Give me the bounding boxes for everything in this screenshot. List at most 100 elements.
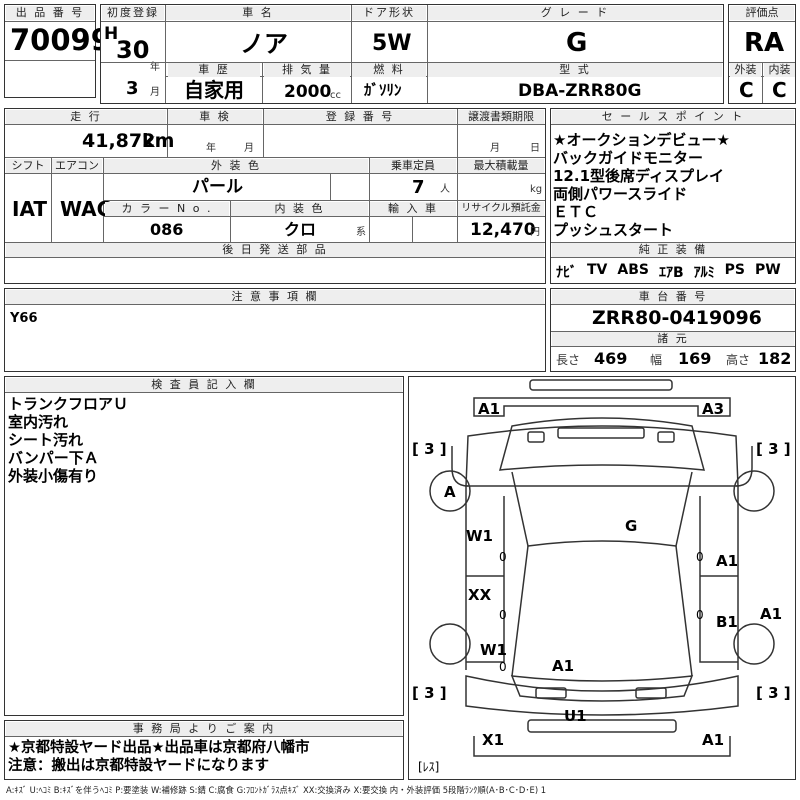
sales-points-text: ★オークションデビュー★ バックガイドモニター 12.1型後席ディスプレイ 両側… — [553, 131, 730, 239]
model-code: DBA-ZRR80G — [518, 81, 642, 101]
damage-xx-rear-door: XX — [468, 586, 492, 604]
damage-a-wheel: A — [444, 483, 456, 501]
equipment-label: 純 正 装 備 — [552, 243, 794, 257]
shift: IAT — [12, 197, 48, 221]
inspection-month-unit: 月 — [244, 143, 254, 154]
fuel-label: 燃 料 — [352, 63, 426, 77]
year-unit: 年 — [150, 62, 160, 73]
recycle-label: リサイクル預託金 — [458, 202, 544, 216]
interior-label: 内装 — [764, 63, 795, 77]
damage-g-windshield: G — [625, 517, 638, 535]
damage-3-top-left: [ 3 ] — [412, 440, 447, 458]
damage-3-top-right: [ 3 ] — [756, 440, 791, 458]
inspection-label: 車 検 — [168, 110, 262, 124]
damage-x1-rear-bumper: X1 — [482, 731, 505, 749]
height-value: 182 — [758, 349, 792, 368]
chassis-number: ZRR80-0419096 — [592, 307, 762, 329]
inspector-label: 検 査 員 記 入 欄 — [6, 378, 402, 392]
interior-color-label: 内 装 色 — [231, 202, 368, 216]
office-label: 事 務 局 よ り ご 案 内 — [6, 722, 402, 736]
damage-a1-top-left: A1 — [478, 400, 501, 418]
reg-no-label: 登 録 番 号 — [264, 110, 456, 124]
month-unit: 月 — [150, 87, 160, 98]
fuel: ｶﾞｿﾘﾝ — [364, 81, 402, 99]
transfer-day-unit: 日 — [530, 143, 540, 154]
film-gauge-4: 0 — [696, 608, 704, 622]
era: H — [104, 24, 119, 44]
score-label: 評価点 — [730, 6, 794, 20]
import-label: 輸 入 車 — [370, 202, 456, 216]
grade-label: グ レ ー ド — [428, 6, 722, 20]
exterior-color-label: 外 装 色 — [104, 159, 368, 173]
equipment-item: ｴｱB — [658, 265, 684, 281]
first-reg-label: 初度登録 — [102, 6, 164, 20]
shift-label: シフト — [6, 159, 50, 173]
equipment-item: ABS — [617, 262, 649, 278]
legend: A:ｷｽﾞ U:ﾍｺﾐ B:ｷｽﾞを伴うﾍｺﾐ P:要塗装 W:補修跡 S:錆 … — [6, 785, 547, 795]
dims-label: 諸 元 — [552, 332, 794, 346]
later-parts-label: 後 日 発 送 部 品 — [6, 243, 544, 257]
recycle-unit: 円 — [530, 227, 540, 238]
grade: G — [566, 28, 588, 58]
inspection-year-unit: 年 — [206, 143, 216, 154]
exterior-color: パール — [192, 177, 243, 197]
equipment-item: ﾅﾋﾞ — [556, 265, 577, 281]
damage-u1-trunk: U1 — [564, 707, 587, 725]
damage-3-bottom-right: [ 3 ] — [756, 684, 791, 702]
aircon-label: エアコン — [52, 159, 102, 173]
displacement-unit: cc — [330, 90, 341, 101]
displacement-label: 排 気 量 — [264, 63, 350, 77]
mileage-unit: km — [142, 130, 175, 152]
damage-a1-rear-bumper: A1 — [702, 731, 725, 749]
damage-a1-right-side: A1 — [760, 605, 783, 623]
interior-score: C — [772, 78, 787, 102]
model-label: 型 式 — [428, 63, 722, 77]
damage-a3-top-right: A3 — [702, 400, 725, 418]
equipment-item: TV — [587, 262, 608, 278]
notes-label: 注 意 事 項 欄 — [6, 290, 544, 304]
displacement: 2000 — [284, 82, 332, 102]
capacity-unit: 人 — [440, 184, 450, 195]
film-gauge-5: 0 — [499, 660, 507, 674]
history-label: 車 歴 — [168, 63, 260, 77]
interior-color: クロ — [284, 220, 317, 239]
length-value: 469 — [594, 349, 628, 368]
res-mark: [ﾚｽ] — [418, 760, 440, 774]
door-type: 5W — [372, 31, 412, 56]
chassis-label: 車 台 番 号 — [552, 290, 794, 304]
color-no-label: カ ラ ー N o . — [105, 202, 229, 216]
door-label: ドア形状 — [352, 6, 426, 20]
load-unit: kg — [530, 184, 543, 195]
recycle-fee: 12,470 — [470, 220, 536, 240]
notes-text: Y66 — [10, 311, 38, 326]
film-gauge-3: 0 — [499, 608, 507, 622]
lot-number: 70099 — [10, 23, 111, 57]
capacity: 7 — [412, 177, 425, 198]
width-value: 169 — [678, 349, 712, 368]
load-label: 最大積載量 — [458, 159, 544, 173]
damage-diagram-box — [408, 376, 796, 780]
damage-3-bottom-left: [ 3 ] — [412, 684, 447, 702]
transfer-label: 譲渡書類期限 — [458, 110, 544, 124]
damage-b1-right-rear: B1 — [716, 613, 738, 631]
car-diagram — [429, 379, 775, 757]
damage-w1-rear-quarter: W1 — [480, 641, 507, 659]
transfer-month-unit: 月 — [490, 143, 500, 154]
capacity-label: 乗車定員 — [370, 159, 456, 173]
damage-a1-rear-glass: A1 — [552, 657, 575, 675]
office-text: ★京都特設ヤード出品★出品車は京都府八幡市 注意：搬出は京都特設ヤードになります — [8, 740, 310, 774]
inspector-text: トランクフロアＵ 室内汚れ シート汚れ バンパー下Ａ 外装小傷有り — [8, 395, 129, 485]
main-info-box — [100, 4, 724, 104]
interior-color-unit: 系 — [356, 227, 366, 238]
inspector-box — [4, 376, 404, 716]
damage-w1-front-door: W1 — [466, 527, 493, 545]
film-gauge-2: 0 — [696, 550, 704, 564]
mileage: 41,872 — [82, 130, 156, 152]
mileage-label: 走 行 — [6, 110, 166, 124]
score: RA — [744, 28, 785, 58]
damage-a1-right-door: A1 — [716, 552, 739, 570]
car-name-label: 車 名 — [166, 6, 350, 20]
equipment-item: PW — [755, 262, 781, 278]
